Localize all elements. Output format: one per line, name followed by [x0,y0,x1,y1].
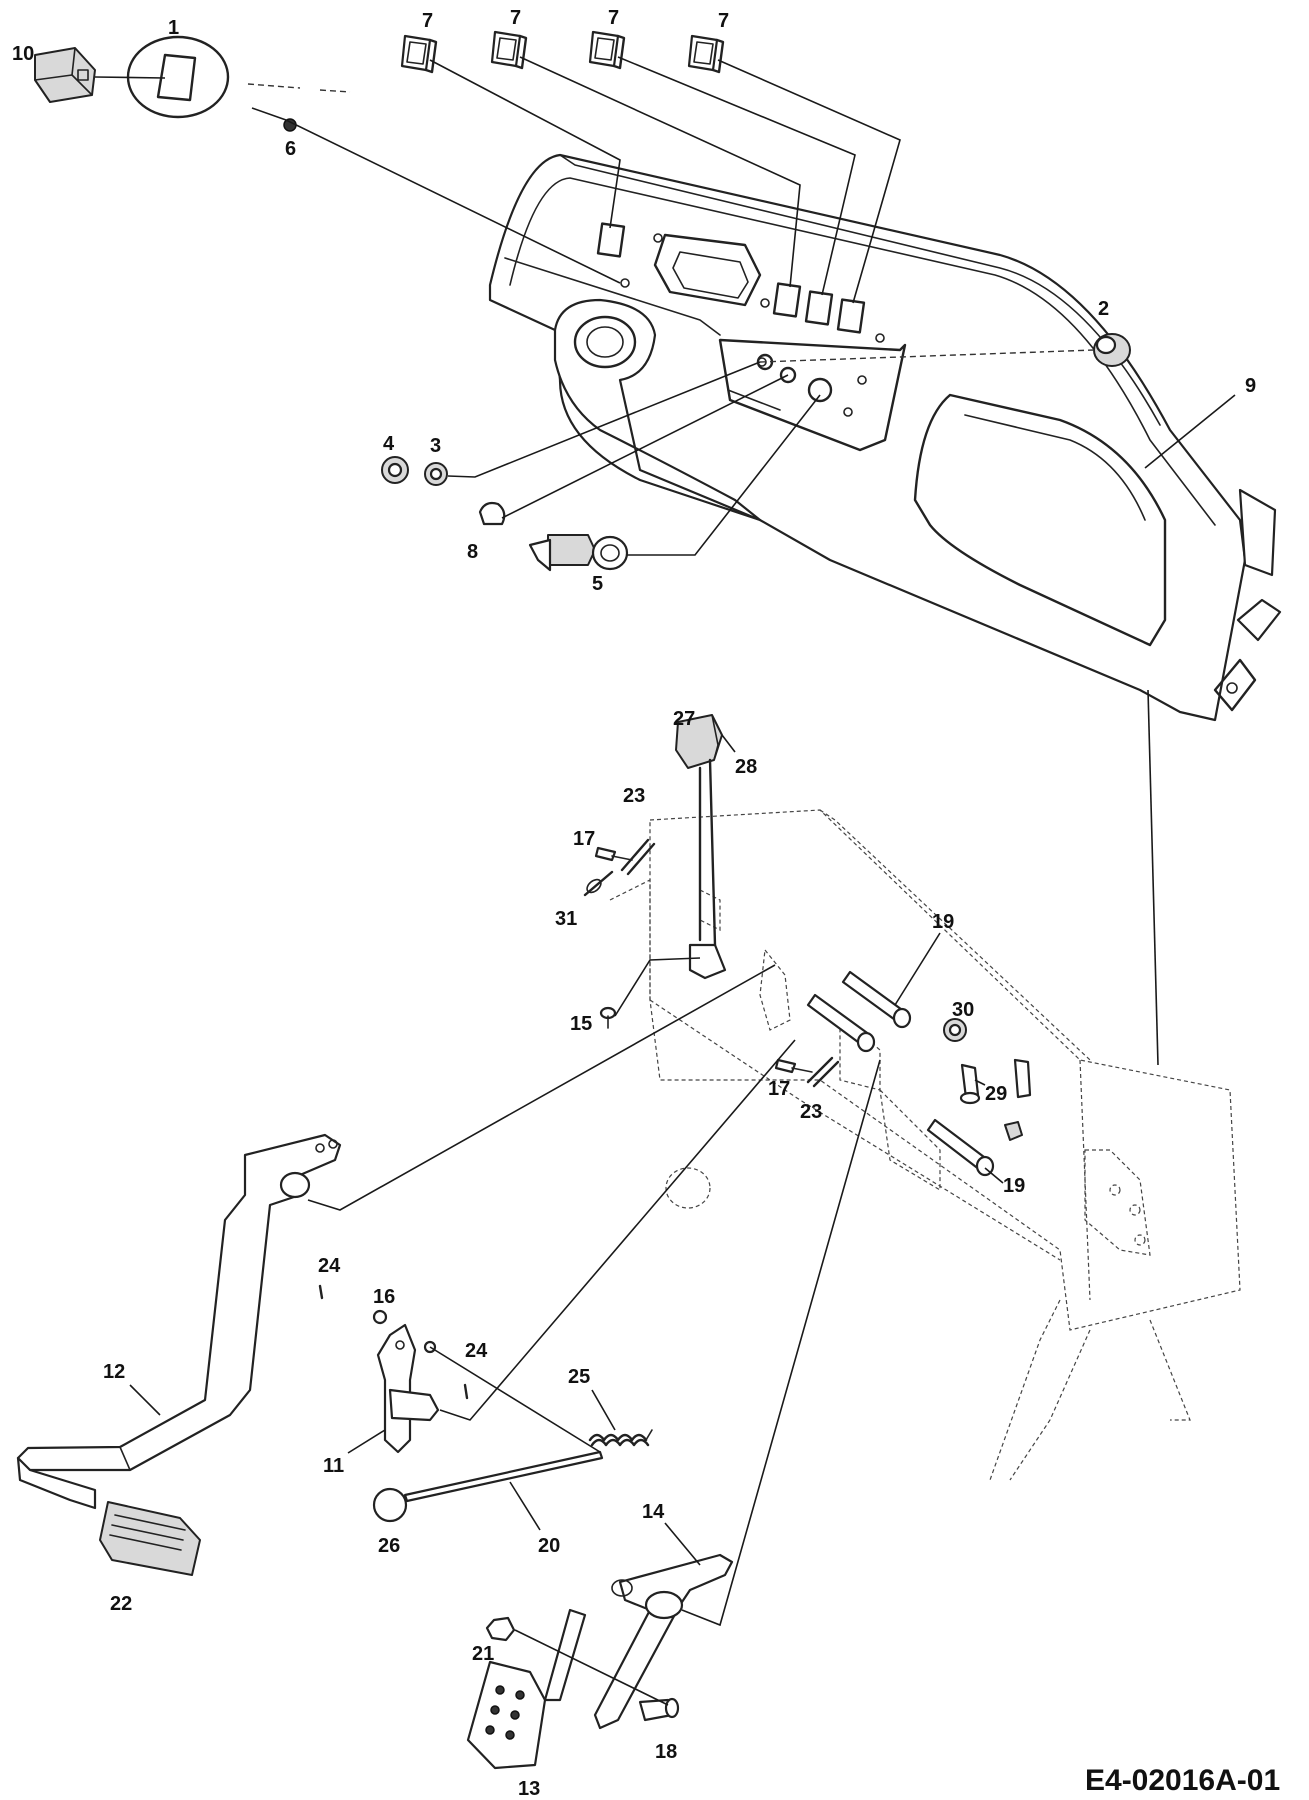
label-1: 1 [168,17,179,39]
bolt-17b [774,1058,813,1074]
label-23a: 23 [623,785,645,807]
label-3: 3 [430,435,441,457]
clip-23b2 [812,1060,840,1088]
label-21: 21 [472,1643,494,1665]
label-2: 2 [1098,298,1109,320]
label-4: 4 [383,433,395,455]
label-27: 27 [673,708,695,730]
label-10: 10 [12,43,34,65]
nut-4 [381,456,409,484]
lever-11 [376,1323,440,1454]
label-7b: 7 [510,7,521,29]
label-23b: 23 [800,1101,822,1123]
label-15: 15 [570,1013,592,1035]
label-26: 26 [378,1535,400,1557]
ignition-switch-5 [528,534,629,572]
nut-small [1004,1121,1023,1141]
spring-25 [588,1429,653,1447]
label-16: 16 [373,1286,395,1308]
label-19b: 19 [1003,1175,1025,1197]
cotter-31 [583,870,614,897]
bolt-29 [959,1058,1032,1105]
bolt-17a [594,846,633,862]
label-31: 31 [555,908,577,930]
label-24b: 24 [465,1340,488,1362]
clip-23b [806,1056,834,1084]
label-17b: 17 [768,1078,790,1100]
pin-24a [318,1284,324,1300]
plug-8 [478,501,506,526]
label-17a: 17 [573,828,595,850]
label-6: 6 [285,138,296,160]
pin-18 [638,1697,680,1722]
rivet-6 [283,118,297,132]
nut-30 [943,1018,967,1042]
label-12: 12 [103,1361,125,1383]
label-7c: 7 [608,7,619,29]
label-20: 20 [538,1535,560,1557]
bracket-plate [688,943,727,980]
switch-cap-a [400,34,438,74]
label-8: 8 [467,541,478,563]
pin-19a [806,970,912,1053]
label-7d: 7 [718,10,729,32]
washer-3 [424,462,448,486]
label-24a: 24 [318,1255,341,1277]
pin-19b [926,1118,995,1177]
label-9: 9 [1245,375,1256,397]
switch-27-28 [675,714,723,947]
clip-23a2 [626,842,656,876]
label-28: 28 [735,756,757,778]
nut-21 [485,1616,516,1642]
drawing-code: E4-02016A-01 [1085,1764,1280,1797]
part-labels: 1 2 3 4 5 6 7 7 7 7 8 9 10 11 12 13 14 1… [12,7,1256,1800]
clip-23a [620,838,650,872]
switch-cap-d [687,34,725,74]
pedal-pad-22 [99,1501,201,1576]
rod-20 [403,1450,604,1503]
pedal-foot-13 [466,1608,587,1770]
pedal-arm-14 [593,1553,734,1730]
label-7a: 7 [422,10,433,32]
label-25: 25 [568,1366,590,1388]
pin-24b [463,1383,469,1400]
frame-phantom [609,809,1241,1481]
label-22: 22 [110,1593,132,1615]
connector-block [34,47,96,103]
knob-26 [372,1487,408,1523]
label-18: 18 [655,1741,677,1763]
label-29: 29 [985,1083,1007,1105]
label-13: 13 [518,1778,540,1800]
screw-15 [599,1006,617,1029]
label-19a: 19 [932,911,954,933]
washer-16 [372,1309,388,1325]
switch-cap-b [490,30,528,70]
brake-pedal-12 [16,1133,342,1510]
label-14: 14 [642,1501,665,1523]
knob-2 [1093,333,1131,367]
switch-caps [400,30,725,74]
label-30: 30 [952,999,974,1021]
label-11: 11 [323,1455,344,1477]
leader-lines [94,56,1236,1706]
switch-cap-c [588,30,626,70]
dashboard-panel [488,153,1282,722]
label-5: 5 [592,573,603,595]
